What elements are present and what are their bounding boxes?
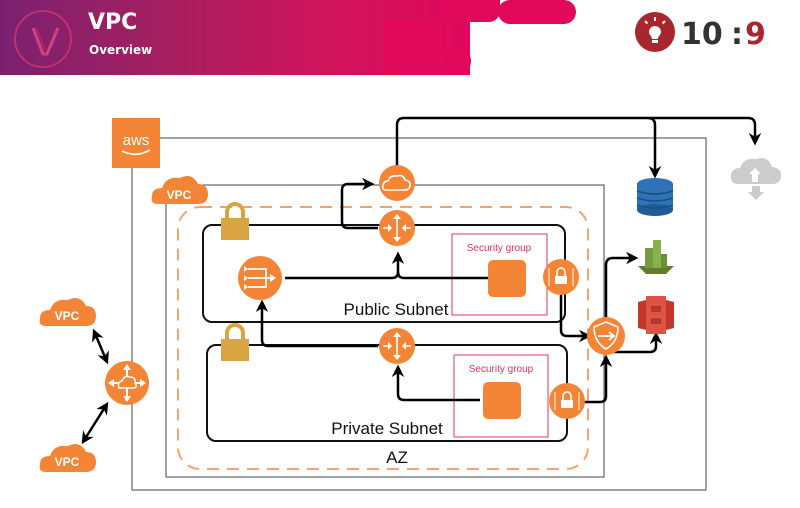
public-subnet-lock-icon: [221, 202, 249, 240]
public-nacl-icon: [543, 259, 579, 295]
svg-text:VPC: VPC: [167, 188, 192, 202]
private-router-to-nat-line: [255, 299, 378, 348]
nat-gateway-icon: [238, 256, 282, 300]
igw-to-dynamodb-line: [647, 116, 662, 179]
brand-text-10: 10: [681, 17, 723, 52]
public-nacl-to-endpoint-line: [559, 293, 592, 343]
s3-icon: [638, 296, 674, 334]
decor-bar-4: [400, 50, 446, 74]
brand-logo: 10 : 9: [633, 10, 793, 65]
public-instance-to-router-line: [391, 251, 490, 280]
svg-text:VPC: VPC: [55, 309, 80, 323]
peer-vpc-bottom-icon: VPC: [39, 444, 96, 472]
endpoint-to-s3-line: [606, 331, 663, 354]
public-router-icon: [379, 210, 415, 246]
header: VPC Overview 10 : 9: [0, 0, 800, 75]
private-nacl-to-endpoint-line: [584, 354, 613, 404]
page-subtitle: Overview: [89, 43, 153, 57]
logo: [14, 10, 72, 68]
az-label: AZ: [386, 448, 408, 467]
peer-top-to-tgw-line: [92, 328, 109, 365]
aws-cloud-box: [131, 137, 707, 491]
peer-vpc-top-icon: VPC: [39, 298, 96, 326]
private-subnet-lock-icon: [221, 323, 249, 361]
internet-cloud-icon: [730, 158, 782, 200]
cloudwatch-icon: [638, 240, 674, 274]
security-group-private-box: [453, 354, 549, 438]
security-group-public-label: Security group: [467, 243, 532, 254]
svg-text:aws: aws: [123, 132, 150, 149]
page-title: VPC: [88, 10, 138, 35]
lightbulb-icon: [649, 26, 661, 39]
peer-bottom-to-tgw-line: [81, 401, 109, 445]
brand-text-9: 9: [745, 17, 766, 52]
private-router-icon: [379, 328, 415, 364]
private-instance-to-router-line: [391, 364, 480, 402]
security-group-private-label: Security group: [469, 364, 534, 375]
decor-bar-1: [440, 0, 500, 22]
nat-to-router-line: [285, 271, 400, 280]
svg-text:VPC: VPC: [55, 455, 80, 469]
logo-v-icon: [31, 27, 60, 56]
igw-to-internet-line: [395, 116, 762, 172]
router-to-igw-line: [340, 177, 378, 230]
endpoint-to-cloudwatch-line: [604, 251, 639, 318]
private-nacl-icon: [549, 383, 585, 419]
aws-logo-icon: aws: [112, 118, 160, 168]
public-subnet-label: Public Subnet: [344, 300, 449, 319]
public-instance-icon: [488, 260, 526, 297]
private-instance-icon: [483, 382, 521, 419]
connections: [81, 116, 762, 445]
decor-bar-2: [498, 0, 576, 24]
private-subnet-label: Private Subnet: [331, 419, 443, 438]
transit-gateway-icon: [105, 361, 149, 405]
internet-gateway-icon: [379, 165, 415, 201]
dynamodb-icon: [636, 178, 674, 216]
brand-text-colon: :: [731, 17, 743, 52]
vpc-cloud-icon: VPC: [151, 176, 208, 204]
decor-dot: [447, 49, 471, 73]
vpc-endpoint-icon: [587, 317, 625, 355]
